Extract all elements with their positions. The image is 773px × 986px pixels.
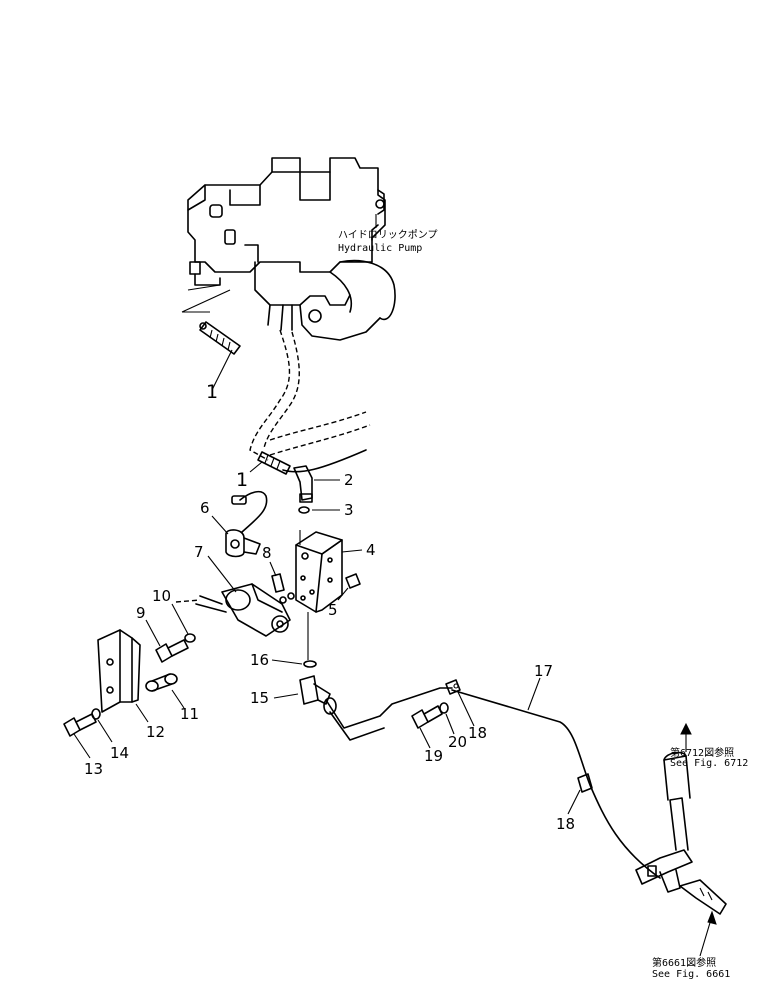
part-number-11: 11 xyxy=(180,705,199,723)
part-number-17: 17 xyxy=(534,662,553,680)
tube-from-elbow-15 xyxy=(323,687,453,741)
leader-20 xyxy=(445,713,455,735)
part-number-8: 8 xyxy=(262,544,272,562)
solenoid-valve-7 xyxy=(175,583,291,637)
leader-14 xyxy=(97,719,113,743)
ref-6712-label-jp: 第6712図参照 xyxy=(670,746,734,759)
leader-6 xyxy=(211,515,229,535)
bolt-13 xyxy=(63,713,97,737)
pipe-17 xyxy=(451,689,661,879)
solenoid-connector-6 xyxy=(225,490,268,558)
clip-18-lower xyxy=(577,773,593,793)
ref-6661-label-en: See Fig. 6661 xyxy=(652,969,730,980)
leader-12 xyxy=(135,703,149,723)
clip-18-upper xyxy=(445,679,461,695)
plug-5 xyxy=(345,573,361,589)
leader-17 xyxy=(527,677,541,711)
screw-8 xyxy=(271,573,295,604)
washer-10 xyxy=(184,633,196,643)
hydraulic-pump-label-jp: ハイドロリックポンプ xyxy=(338,229,438,241)
leader-16 xyxy=(271,659,303,665)
oring-16 xyxy=(303,660,317,668)
bolt-9 xyxy=(155,639,189,663)
fitting-1-lower xyxy=(257,451,291,475)
leader-11 xyxy=(171,689,185,709)
part-number-16: 16 xyxy=(250,651,269,669)
leader-13 xyxy=(73,733,91,759)
valve-block-4 xyxy=(295,530,343,613)
leader-18-upper xyxy=(457,691,475,727)
fitting-1-upper xyxy=(199,321,241,355)
leader-18-lower xyxy=(567,789,581,815)
ref-6661-label-jp: 第6661図参照 xyxy=(652,956,716,969)
washer-14 xyxy=(91,708,101,720)
part-number-9: 9 xyxy=(136,604,146,622)
part-number-14: 14 xyxy=(110,744,129,762)
leader-7 xyxy=(207,555,237,593)
part-number-20: 20 xyxy=(448,733,467,751)
part-number-19: 19 xyxy=(424,747,443,765)
washer-20 xyxy=(439,702,449,714)
ref-6661-arrowhead xyxy=(707,910,717,925)
leader-8 xyxy=(269,561,277,577)
part-number-5: 5 xyxy=(328,601,338,619)
part-number-2: 2 xyxy=(344,471,354,489)
leader-9 xyxy=(145,619,161,647)
hose-assembly xyxy=(249,329,371,473)
leader-1-upper xyxy=(211,349,233,391)
leader-10 xyxy=(171,603,189,635)
part-number-18-upper: 18 xyxy=(468,724,487,742)
part-number-15: 15 xyxy=(250,689,269,707)
spacer-11 xyxy=(145,673,178,692)
part-number-7: 7 xyxy=(194,543,204,561)
hose-end-6661 xyxy=(679,879,727,915)
hydraulic-pump-label-en: Hydraulic Pump xyxy=(338,243,422,254)
part-number-10: 10 xyxy=(152,587,171,605)
ref-6712-arrowhead xyxy=(680,722,692,735)
oring-3 xyxy=(298,506,310,514)
leader-15 xyxy=(273,693,299,699)
leader-4 xyxy=(341,549,363,553)
part-number-1-lower: 1 xyxy=(236,469,248,491)
bracket-12 xyxy=(97,629,141,713)
leader-5 xyxy=(337,587,349,601)
hydraulic-pump-drawing xyxy=(181,157,396,341)
ref-6712-label-en: See Fig. 6712 xyxy=(670,758,748,769)
part-number-4: 4 xyxy=(366,541,376,559)
leader-19 xyxy=(419,727,431,749)
part-number-13: 13 xyxy=(84,760,103,778)
part-number-12: 12 xyxy=(146,723,165,741)
tee-fitting xyxy=(635,751,693,893)
bolt-19 xyxy=(411,705,443,729)
part-number-6: 6 xyxy=(200,499,210,517)
part-number-18-lower: 18 xyxy=(556,815,575,833)
elbow-2 xyxy=(293,465,313,503)
leader-1-lower xyxy=(249,461,263,473)
part-number-1-upper: 1 xyxy=(206,381,218,403)
part-number-3: 3 xyxy=(344,501,354,519)
